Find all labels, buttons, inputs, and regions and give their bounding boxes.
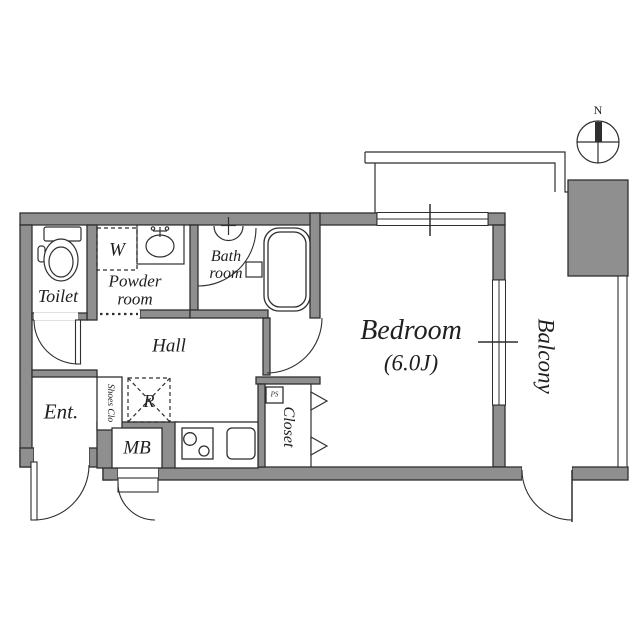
bedroom-door-arc: [266, 317, 323, 374]
compass: [576, 120, 620, 164]
compass-north-label: N: [593, 103, 603, 117]
balcony-door-arc: [521, 469, 573, 521]
wall-ent-hall-divider: [31, 369, 98, 378]
powder-room-label-line1: Powder: [108, 271, 162, 291]
balcony-label: Balcony: [533, 318, 559, 394]
wall-powder-bath: [189, 224, 199, 311]
storage-boxes: [96, 376, 284, 469]
powder-room-label-line2: room: [117, 289, 153, 309]
wall-bath-right: [309, 212, 321, 319]
kitchen-sink: [226, 427, 256, 460]
stove-burner-large: [183, 432, 197, 446]
bath-room-label-line2: room: [209, 265, 243, 282]
bath-fixtures: [213, 217, 263, 278]
bedroom-size-label: (6.0J): [383, 350, 439, 376]
entrance-label: Ent.: [43, 399, 79, 424]
bedroom-label: Bedroom: [360, 315, 462, 346]
bathtub: [263, 227, 311, 312]
bath-room-label-line1: Bath: [210, 248, 242, 265]
closet-folding-door: [310, 384, 329, 467]
powder-sliding-door: [98, 310, 140, 318]
wall-bottom-seg1: [102, 466, 119, 481]
wall-bottom-seg3: [571, 466, 629, 481]
washer-label: W: [109, 239, 125, 261]
pipe-space-label: PS: [270, 390, 279, 399]
powder-sink: [136, 224, 185, 265]
wall-left: [19, 224, 33, 468]
wall-right-upper: [492, 224, 506, 281]
wall-right-lower: [492, 404, 506, 468]
bedroom-door-leaf: [262, 317, 271, 376]
refrigerator-space: [127, 377, 171, 423]
wall-top-right-corner: [487, 212, 506, 226]
toilet-door-arc: [33, 319, 79, 365]
shoes-closet-box: [96, 376, 123, 431]
ps-box: [265, 386, 284, 404]
opening-toilet: [34, 312, 78, 321]
wall-bottom-seg2: [157, 466, 523, 481]
toilet-fixture: [37, 226, 82, 282]
compass-needle: [595, 122, 602, 142]
entrance-door-leaf: [30, 461, 38, 521]
balcony-outer-edge: [617, 275, 628, 468]
wall-top: [19, 212, 378, 226]
kitchen-counter: [174, 421, 259, 469]
hall-label: Hall: [152, 335, 186, 357]
refrigerator-label: R: [143, 391, 155, 411]
entrance-door-arc: [33, 464, 90, 521]
washer-box: [96, 227, 138, 271]
wall-closet-left: [257, 383, 266, 468]
stove-burner-small: [198, 445, 210, 457]
wall-powder-bottom: [139, 309, 191, 319]
bath-counter-basin: [213, 225, 244, 242]
bath-shelf: [245, 261, 263, 278]
windows: [376, 204, 518, 406]
opening-balcony: [522, 466, 572, 481]
doors: [30, 227, 573, 522]
meter-box-label: MB: [123, 437, 151, 459]
closet-label: Closet: [280, 406, 297, 448]
overhang-outline: [364, 151, 568, 213]
opening-mb: [118, 466, 158, 481]
opening-entrance: [34, 447, 89, 468]
toilet-door-leaf: [74, 319, 82, 365]
wall-toilet-right: [86, 224, 98, 321]
mb-box: [111, 427, 163, 469]
door-openings: [34, 312, 572, 481]
wall-closet-top: [255, 376, 321, 385]
shoes-closet-label: Shoes Clo: [104, 383, 115, 423]
wall-bath-bottom: [189, 309, 269, 319]
mb-door-arc: [117, 482, 156, 521]
mb-door-leaf: [117, 477, 159, 493]
bath-door-arc: [197, 227, 257, 287]
upper-structure-block: [567, 179, 629, 277]
toilet-label: Toilet: [37, 286, 79, 306]
